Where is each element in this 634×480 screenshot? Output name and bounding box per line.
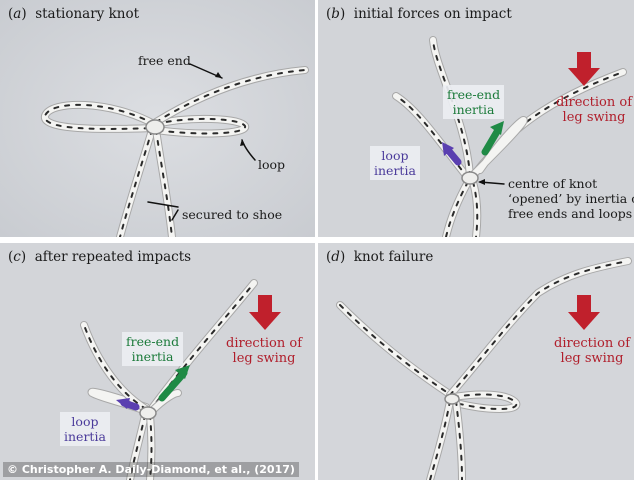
loop-label: loop (258, 157, 286, 172)
direction-line2-d: leg swing (560, 351, 624, 366)
direction-line1: direction of (556, 95, 633, 110)
direction-of-leg-swing-label: direction of leg swing (556, 95, 632, 125)
centre-of-knot-label: centre of knot ‘opened’ by inertia of fr… (508, 176, 634, 221)
panel-c-title-text: after repeated impacts (34, 249, 192, 265)
panel-b-title: (b) initial forces on impact (326, 6, 512, 22)
free-end-label: free end (138, 53, 191, 68)
loop-inertia-line1: loop (381, 148, 409, 163)
panel-c-letter: c (13, 249, 21, 265)
secured-to-shoe-label: secured to shoe (182, 207, 283, 222)
direction-line2: leg swing (562, 110, 626, 125)
panel-d-letter: d (331, 249, 340, 265)
direction-of-leg-swing-label-c: direction of leg swing (226, 336, 302, 366)
panel-a-photo (0, 0, 315, 237)
direction-of-leg-swing-label-d: direction of leg swing (554, 336, 630, 366)
free-end-inertia-line2-c: inertia (131, 349, 174, 364)
centre-line1: centre of knot (508, 176, 598, 191)
loop-inertia-label: loop inertia (370, 146, 420, 180)
loop-inertia-label-c: loop inertia (60, 412, 110, 446)
panel-c-title: (c) after repeated impacts (8, 249, 192, 265)
panel-b-title-text: initial forces on impact (353, 6, 512, 22)
panel-a-title: (a) stationary knot (8, 6, 140, 22)
direction-line2-c: leg swing (232, 351, 296, 366)
centre-line2: ‘opened’ by inertia of (508, 191, 634, 206)
panel-b-letter: b (331, 6, 340, 22)
loop-inertia-line2: inertia (374, 163, 416, 178)
free-end-inertia-line2: inertia (452, 102, 495, 117)
panel-c: (c) after repeated impacts free-end iner… (0, 243, 315, 480)
free-end-inertia-label-c: free-end inertia (122, 332, 184, 366)
direction-line1-d: direction of (554, 336, 631, 351)
loop-inertia-line2-c: inertia (64, 429, 106, 444)
panel-d-photo (318, 243, 634, 480)
copyright-credit: © Christopher A. Daily-Diamond, et al., … (3, 462, 299, 477)
panel-d-title-text: knot failure (353, 249, 434, 265)
free-end-inertia-line1-c: free-end (126, 334, 180, 349)
loop-inertia-line1-c: loop (71, 414, 99, 429)
panel-a-letter: a (13, 6, 22, 22)
centre-line3: free ends and loops (508, 206, 633, 221)
panel-d: (d) knot failure direction of leg swing (318, 243, 634, 480)
direction-line1-c: direction of (226, 336, 303, 351)
panel-a: (a) stationary knot free end loop secure… (0, 0, 315, 237)
panel-d-title: (d) knot failure (326, 249, 434, 265)
free-end-inertia-line1: free-end (447, 87, 501, 102)
panel-b: (b) initial forces on impact free-end in… (318, 0, 634, 237)
free-end-inertia-label: free-end inertia (443, 85, 505, 119)
panel-a-title-text: stationary knot (35, 6, 140, 22)
